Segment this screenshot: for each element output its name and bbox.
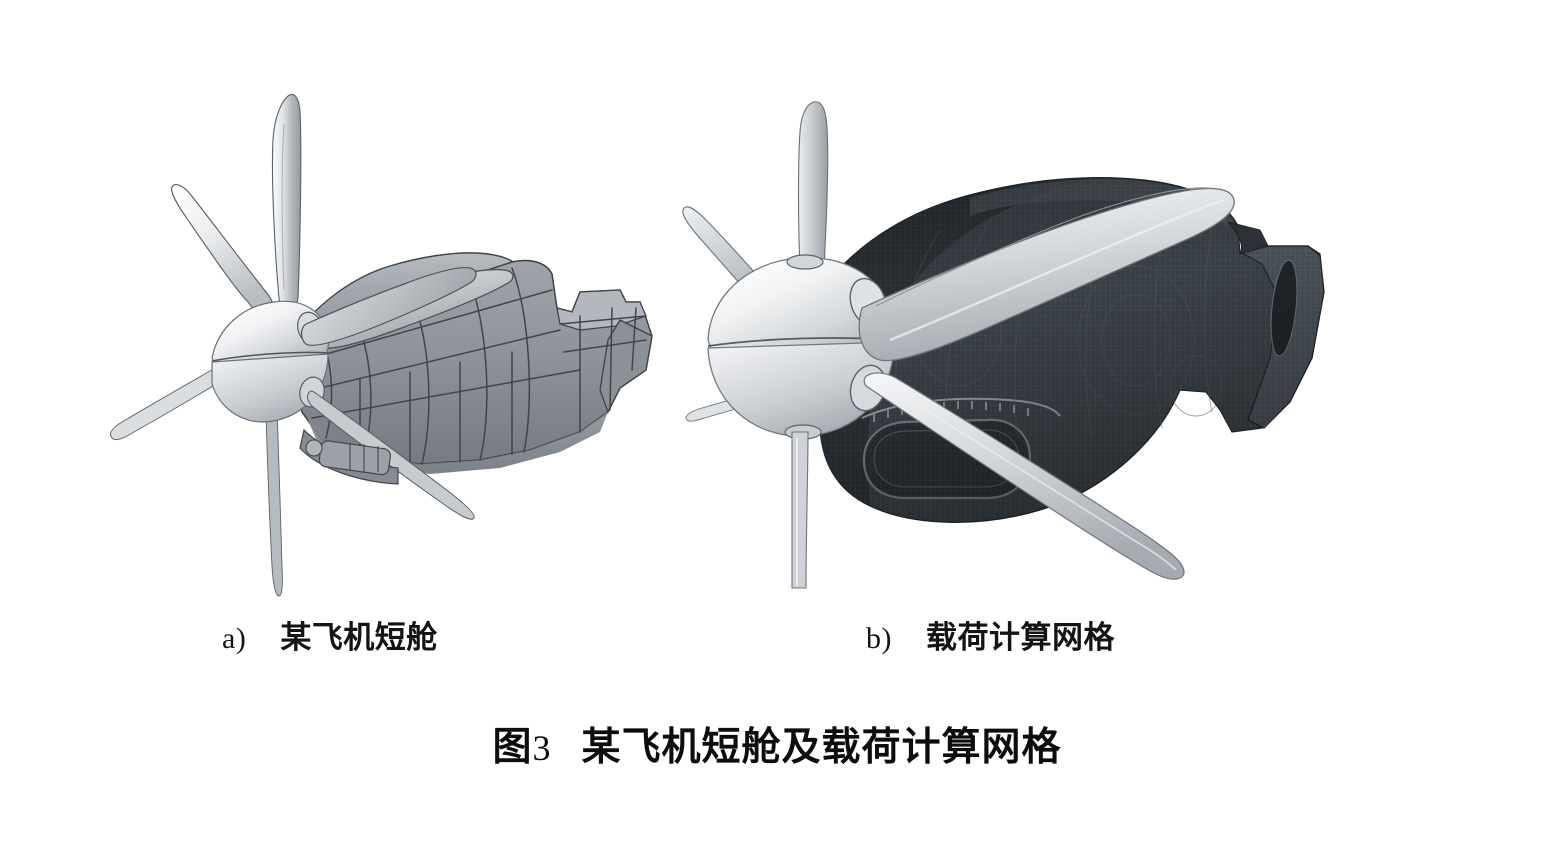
subcaption-a: a) 某飞机短舱	[222, 612, 438, 657]
mesh-geometry	[682, 101, 1325, 589]
blade-upper-left	[171, 184, 274, 315]
blade-root-socket-top	[786, 254, 824, 270]
blade-upper-right-large	[858, 187, 1235, 362]
blade-upper-right-leading-edge	[875, 187, 1211, 307]
subcaption-row: a) 某飞机短舱 b) 载荷计算网格	[0, 604, 1554, 674]
figure-number: 3	[532, 728, 552, 768]
nacelle-underside-details	[299, 428, 399, 485]
figure-title: 图3 某飞机短舱及载荷计算网格	[0, 716, 1554, 772]
nacelle-aft-cone	[599, 319, 653, 414]
figure-panel-b	[640, 40, 1360, 600]
propeller-spinner	[707, 254, 896, 440]
blade-top-vertical	[797, 101, 829, 276]
blade-upper-right-crease	[889, 198, 1225, 342]
blade-top-spar-line	[281, 123, 285, 291]
nacelle-cad-geometry	[109, 94, 653, 597]
spinner-seam-line	[211, 351, 329, 362]
blade-lower-right-crease	[885, 385, 1177, 571]
nacelle-cad-model-image	[109, 94, 653, 597]
propeller-blades-foreground	[791, 187, 1235, 589]
subcaption-b-text: 载荷计算网格	[926, 620, 1115, 655]
blade-lower-right-large	[863, 372, 1185, 580]
blade-bottom-vertical	[791, 431, 809, 589]
figure-title-prefix: 图	[492, 726, 533, 769]
subcaption-b-label: b)	[866, 622, 892, 655]
gearbox-ribs	[349, 444, 379, 472]
gearbox-boss	[305, 439, 323, 457]
subcaption-a-text: 某飞机短舱	[280, 620, 438, 655]
subcaption-a-label: a)	[222, 622, 247, 655]
blade-top-vertical	[271, 94, 302, 310]
subcaption-b: b) 载荷计算网格	[866, 612, 1115, 657]
spinner-lower	[211, 353, 329, 423]
blade-upper-right-fore	[300, 267, 477, 346]
load-computation-mesh-image	[682, 101, 1325, 589]
propeller-spinner	[211, 300, 330, 423]
figure-panel-a	[60, 40, 700, 600]
figure-title-text: 某飞机短舱及载荷计算网格	[581, 726, 1062, 769]
